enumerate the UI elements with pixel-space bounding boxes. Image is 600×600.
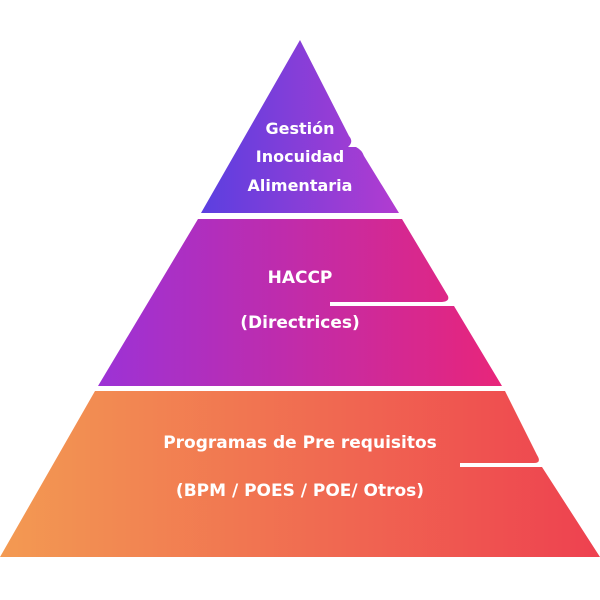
top-tier-line-1: Gestión xyxy=(265,119,335,138)
top-tier-line-3: Alimentaria xyxy=(247,176,353,195)
middle-tier-subtitle: (Directrices) xyxy=(240,313,360,333)
bottom-tier-title: Programas de Pre requisitos xyxy=(163,433,437,453)
pyramid-tier-middle xyxy=(98,219,502,386)
pyramid-tier-top xyxy=(201,40,399,213)
pyramid-tier-bottom xyxy=(0,391,600,557)
middle-tier-title: HACCP xyxy=(267,268,333,288)
bottom-tier-subtitle: (BPM / POES / POE/ Otros) xyxy=(175,481,425,501)
top-tier-line-2: Inocuidad xyxy=(255,147,345,166)
